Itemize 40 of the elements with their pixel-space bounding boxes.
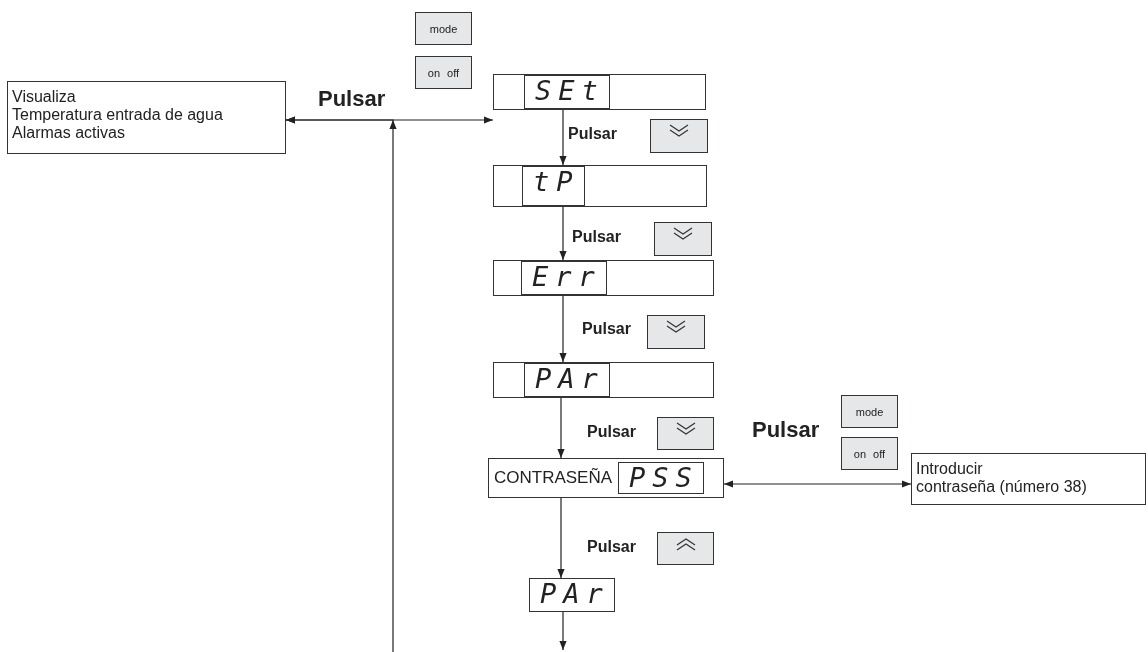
text-box xyxy=(911,453,1146,505)
segment-display: PSS xyxy=(618,462,704,494)
key-label: on off xyxy=(427,66,460,79)
display-box xyxy=(493,260,714,296)
arrow xyxy=(285,116,397,652)
key-button xyxy=(647,315,705,349)
arrow xyxy=(723,480,912,488)
display-box xyxy=(488,458,724,498)
key-label: on off xyxy=(853,447,886,460)
key-button xyxy=(657,417,714,450)
arrow xyxy=(559,206,567,261)
key-button xyxy=(415,56,472,89)
segment-display: PAr xyxy=(529,578,615,612)
key-button xyxy=(654,222,712,256)
segment-display: Err xyxy=(521,261,607,295)
box-text: contraseña (número 38) xyxy=(916,478,1088,496)
key-button xyxy=(841,437,898,470)
text-box xyxy=(7,81,286,154)
box-text: Temperatura entrada de agua xyxy=(12,106,224,124)
segment-display: PAr xyxy=(524,363,610,397)
key-button xyxy=(657,532,714,565)
key-button xyxy=(841,395,898,428)
box-text: Alarmas activas xyxy=(12,124,126,142)
arrow xyxy=(559,295,567,363)
key-label: mode xyxy=(429,22,458,35)
segment-display: tP xyxy=(522,166,585,206)
arrow xyxy=(559,611,567,651)
box-text: Introducir xyxy=(916,460,984,478)
display-box xyxy=(493,362,714,398)
display-box xyxy=(493,74,706,110)
display-box xyxy=(493,165,707,207)
key-label: mode xyxy=(855,405,884,418)
key-button xyxy=(415,12,472,45)
segment-display: SEt xyxy=(524,75,610,109)
key-button xyxy=(650,119,708,153)
arrow xyxy=(559,109,567,166)
arrow xyxy=(557,497,565,579)
arrow xyxy=(557,397,565,459)
box-text: CONTRASEÑA xyxy=(494,469,613,487)
box-text: Visualiza xyxy=(12,88,77,106)
